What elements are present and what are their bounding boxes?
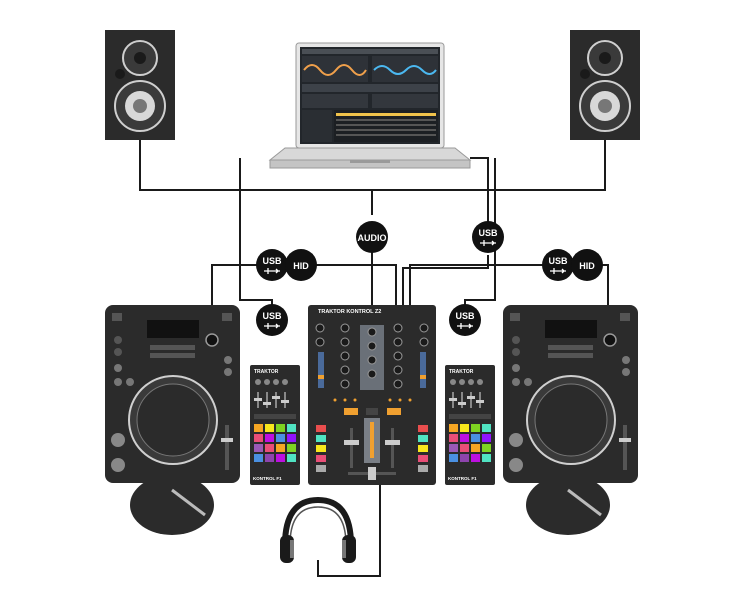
audio-badge: AUDIO (356, 221, 388, 253)
usb-badge-label: USB (262, 311, 282, 321)
usb-badge-label: USB (548, 256, 568, 266)
f1-pad-grid (449, 424, 491, 462)
right-kontrol-f1: TRAKTOR KONTROL F1 (445, 365, 495, 485)
f1-brand-label: TRAKTOR (449, 369, 474, 375)
cable-left-speaker (139, 140, 373, 215)
hid-badge-right-cdj: HID (571, 249, 603, 281)
cable-right-cdj (409, 264, 609, 305)
f1-model-label: KONTROL F1 (448, 476, 477, 481)
usb-trident-icon (457, 323, 473, 329)
usb-trident-icon (264, 268, 280, 274)
f1-pad-grid (254, 424, 296, 462)
usb-badge-left-f1: USB (256, 304, 288, 336)
usb-badge-right-cdj: USB (542, 249, 574, 281)
f1-brand-label: TRAKTOR (254, 369, 279, 375)
hid-badge-label: HID (293, 261, 309, 271)
left-speaker (105, 30, 175, 140)
cable-right-speaker (372, 140, 606, 191)
kontrol-z2-mixer: TRAKTOR KONTROL Z2 (308, 305, 436, 485)
usb-badge-laptop: USB (472, 221, 504, 253)
usb-badge-right-f1: USB (449, 304, 481, 336)
right-speaker (570, 30, 640, 140)
usb-badge-label: USB (455, 311, 475, 321)
cable-laptop-usb-left (470, 157, 489, 222)
laptop (268, 42, 472, 169)
usb-badge-label: USB (262, 256, 282, 266)
usb-trident-icon (550, 268, 566, 274)
mixer-brand-label: TRAKTOR KONTROL Z2 (318, 309, 381, 315)
usb-trident-icon (264, 323, 280, 329)
cable-headphones (317, 485, 381, 577)
right-cdj (503, 305, 638, 535)
usb-badge-label: USB (478, 228, 498, 238)
audio-badge-label: AUDIO (358, 233, 387, 243)
usb-badge-left-cdj: USB (256, 249, 288, 281)
cable-laptop-usb-mixer (402, 255, 489, 305)
hid-badge-left-cdj: HID (285, 249, 317, 281)
left-cdj (105, 305, 240, 535)
headphones-icon (280, 496, 356, 563)
left-kontrol-f1: TRAKTOR KONTROL F1 (250, 365, 300, 485)
usb-trident-icon (480, 240, 496, 246)
hid-badge-label: HID (579, 261, 595, 271)
f1-model-label: KONTROL F1 (253, 476, 282, 481)
